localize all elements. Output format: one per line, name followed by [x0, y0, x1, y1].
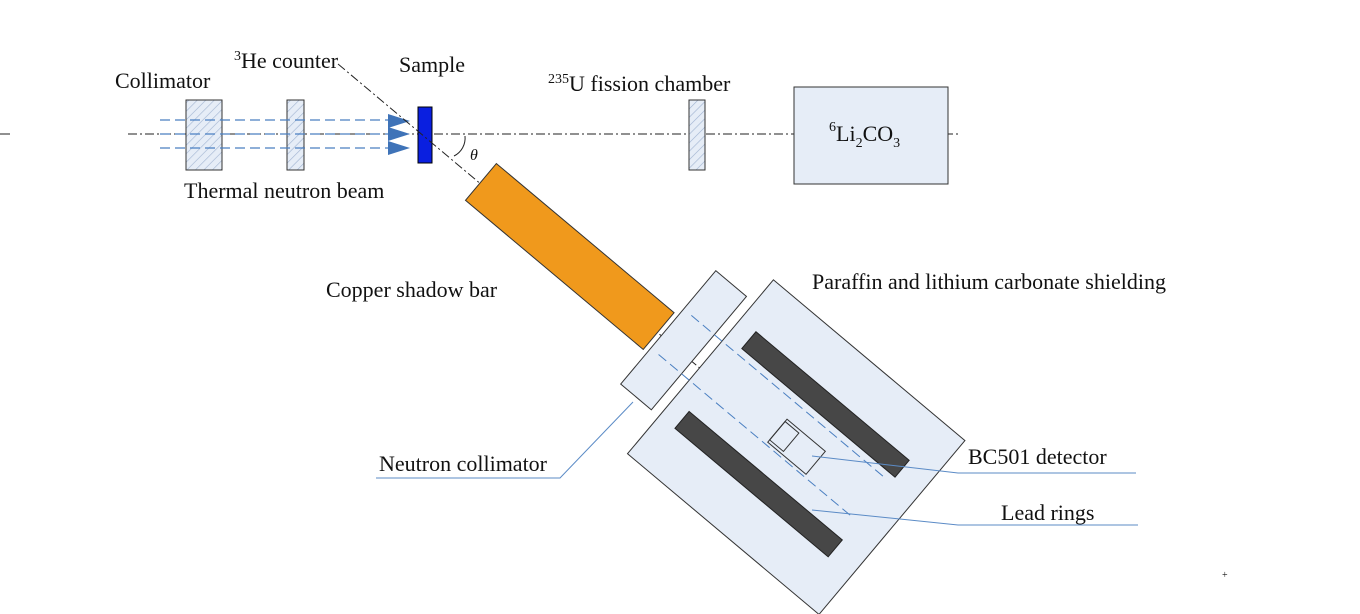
- collimator-block: [185, 99, 223, 171]
- stray-mark: +: [1222, 570, 1228, 581]
- beam-arrowheads: [388, 114, 410, 155]
- lead-rings-label: Lead rings: [1001, 500, 1094, 525]
- bc501-label: BC501 detector: [968, 444, 1107, 469]
- beam-monitor-block: [286, 99, 305, 171]
- sample-label: Sample: [399, 52, 465, 77]
- collimator-label: Collimator: [115, 68, 211, 93]
- thermal-neutron-beam-lines: [160, 119, 392, 149]
- copper-shadow-bar: [464, 162, 675, 351]
- lead-ring-upper: [741, 331, 910, 478]
- he-counter-label: 3He counter: [234, 48, 339, 73]
- lead-ring-lower: [674, 410, 844, 558]
- fission-chamber-label: 235U fission chamber: [548, 71, 731, 96]
- detector-beam-lines: [658, 315, 884, 516]
- theta-label: θ: [470, 147, 478, 164]
- fission-chamber-block: [688, 99, 706, 171]
- lithium-carbonate-label: 6Li2CO3: [829, 120, 900, 151]
- shielding-box: [626, 279, 966, 614]
- bc501-detector-window: [768, 420, 800, 453]
- leader-lines: [376, 401, 1138, 526]
- sample-block: [417, 106, 433, 164]
- angle-theta-arc: [453, 135, 466, 157]
- shielding-label: Paraffin and lithium carbonate shielding: [812, 269, 1166, 294]
- thermal-beam-label: Thermal neutron beam: [184, 178, 384, 203]
- neutron-collimator-label: Neutron collimator: [379, 451, 548, 476]
- detector-assembly: [464, 162, 966, 614]
- lithium-carbonate-block: [793, 86, 949, 185]
- copper-bar-label: Copper shadow bar: [326, 277, 498, 302]
- neutron-collimator-piece: [619, 269, 748, 411]
